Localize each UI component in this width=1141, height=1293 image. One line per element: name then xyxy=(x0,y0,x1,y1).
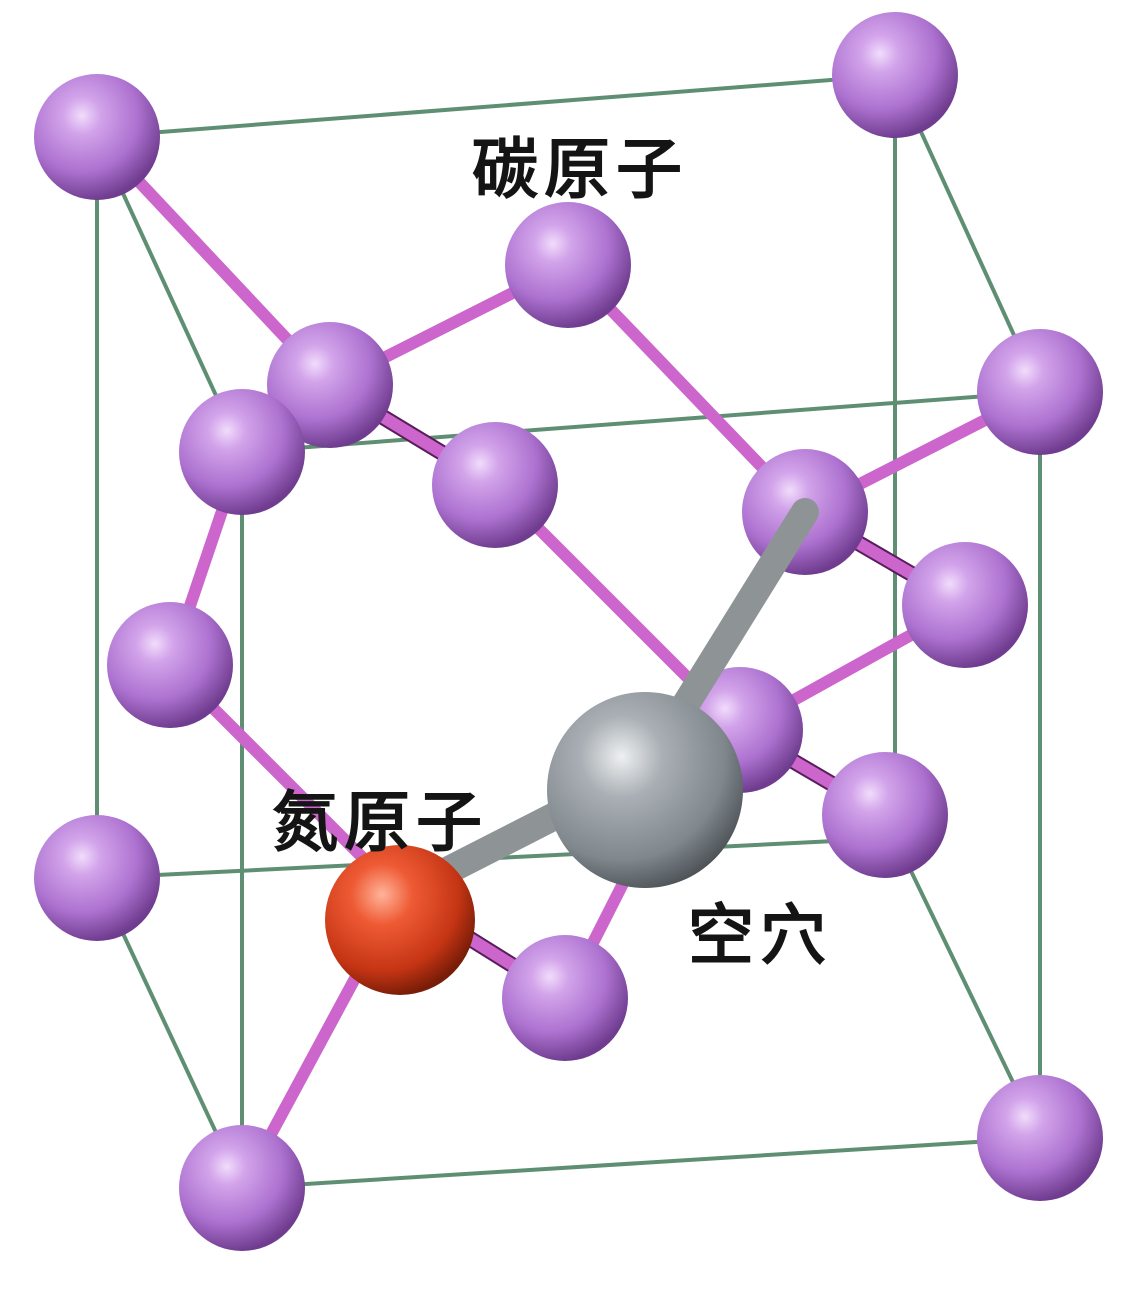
carbon-atoms xyxy=(34,12,1103,1251)
carbon-atom xyxy=(505,202,631,328)
carbon-atom xyxy=(34,815,160,941)
carbon-atom xyxy=(179,389,305,515)
carbon-atom xyxy=(977,329,1103,455)
vacancy-sphere xyxy=(547,692,743,888)
carbon-atom xyxy=(34,74,160,200)
carbon-atom xyxy=(502,935,628,1061)
carbon-atom xyxy=(179,1125,305,1251)
vacancy-label: 空穴 xyxy=(688,897,832,974)
carbon-atom xyxy=(902,542,1028,668)
cell-edge xyxy=(96,73,896,139)
carbon-atom xyxy=(822,752,948,878)
carbon-atom xyxy=(432,422,558,548)
carbon-atom xyxy=(107,602,233,728)
cell-edge xyxy=(241,390,1041,454)
carbon-atom xyxy=(267,322,393,448)
carbon-atom xyxy=(832,12,958,138)
carbon-atom xyxy=(977,1075,1103,1201)
nitrogen-atom-label: 氮原子 xyxy=(272,784,488,861)
carbon-atom-label: 碳原子 xyxy=(472,131,688,208)
nitrogen-atom xyxy=(325,845,475,995)
cell-edge xyxy=(241,1136,1041,1190)
